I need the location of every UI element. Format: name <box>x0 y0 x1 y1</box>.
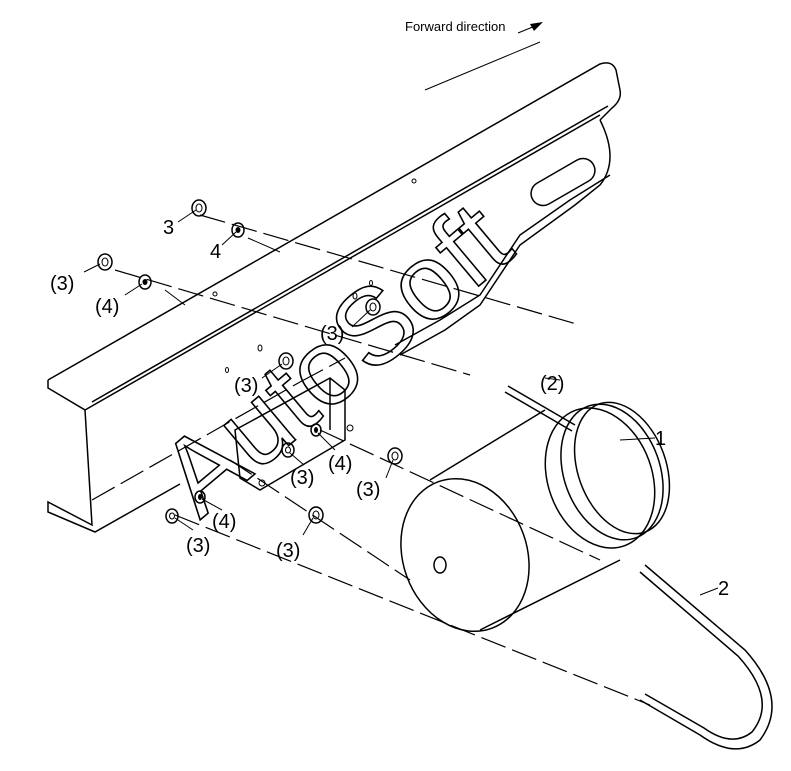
rail-end-profile <box>47 380 181 533</box>
mounting-bracket <box>234 377 354 491</box>
rail-hole <box>212 291 218 297</box>
callout-4: 4 <box>210 241 221 263</box>
centerline-3 <box>229 459 411 581</box>
forward-direction-indicator: Forward direction <box>405 19 543 91</box>
alternator <box>400 401 671 633</box>
callout-3-paren: (3) <box>356 479 380 501</box>
washer-icon <box>138 274 152 290</box>
rail-web-upper2 <box>91 105 609 403</box>
callout-3: 3 <box>163 217 174 239</box>
rail-bracket-inner <box>394 174 611 346</box>
rail-bracket-edge <box>399 119 611 356</box>
centerline-4 <box>319 429 601 561</box>
pulley-groove-1 <box>560 403 664 541</box>
centerline-2 <box>114 269 471 376</box>
callout-1: 1 <box>655 428 666 450</box>
nut-icon <box>365 298 381 316</box>
forward-direction-label: Forward direction <box>405 19 505 34</box>
washer-icon <box>194 490 206 504</box>
callout-3-paren: (3) <box>320 323 344 345</box>
alternator-body-top <box>429 409 546 481</box>
rail-top-edge <box>47 62 622 381</box>
callout-3-paren: (3) <box>276 540 300 562</box>
callout-3-paren: (3) <box>290 467 314 489</box>
alternator-shaft <box>433 556 447 574</box>
drive-belt <box>504 385 773 750</box>
rail-slot <box>530 157 596 207</box>
callout-4-paren: (4) <box>212 511 236 533</box>
callout-3-paren: (3) <box>186 535 210 557</box>
callout-2-paren: (2) <box>540 373 564 395</box>
callout-4-paren: (4) <box>95 296 119 318</box>
nut-icon <box>387 447 403 465</box>
rail-hidden-lower <box>91 381 301 501</box>
hole <box>369 280 373 286</box>
rail-hidden-lower2 <box>299 357 346 383</box>
callout-3-paren: (3) <box>234 375 258 397</box>
centerline-bottom <box>174 514 651 706</box>
washer-icon <box>310 423 322 437</box>
forward-direction-line <box>424 41 541 91</box>
forward-arrow-head <box>530 22 543 31</box>
rail-hole <box>411 178 417 184</box>
belt-loop-inner <box>639 571 763 740</box>
nut-icon <box>191 199 207 217</box>
frame-rail <box>47 62 622 533</box>
belt-upper-strand-inner <box>504 391 573 432</box>
nut-icon <box>278 352 294 370</box>
washer-icon <box>231 222 245 238</box>
belt-loop <box>639 564 773 750</box>
bracket-hole <box>346 424 354 432</box>
centerlines <box>114 214 651 706</box>
bracket-hole <box>258 479 266 487</box>
watermark: AutoSoft <box>137 179 532 538</box>
stud-end <box>352 292 358 300</box>
alternator-body-bottom <box>479 559 621 631</box>
rail-web-upper <box>84 114 601 411</box>
nut-icon <box>165 508 179 524</box>
nut-icon <box>308 506 324 524</box>
belt-upper-strand <box>507 385 576 426</box>
fasteners <box>97 199 403 524</box>
callout-4-paren: (4) <box>328 453 352 475</box>
callout-3-paren: (3) <box>50 273 74 295</box>
nut-icon <box>281 442 295 458</box>
pulley-groove-2 <box>573 401 671 535</box>
callout-labels: 3 4 (3) (4) (3) (3) (4) (3) (3) (4) (3) … <box>50 217 729 600</box>
leader-lines <box>83 209 719 596</box>
hole <box>225 367 229 373</box>
alternator-front-face <box>400 477 530 633</box>
callout-2: 2 <box>718 578 729 600</box>
nut-icon <box>97 253 113 271</box>
pulley-rear <box>544 407 656 549</box>
stud-end <box>257 344 263 352</box>
